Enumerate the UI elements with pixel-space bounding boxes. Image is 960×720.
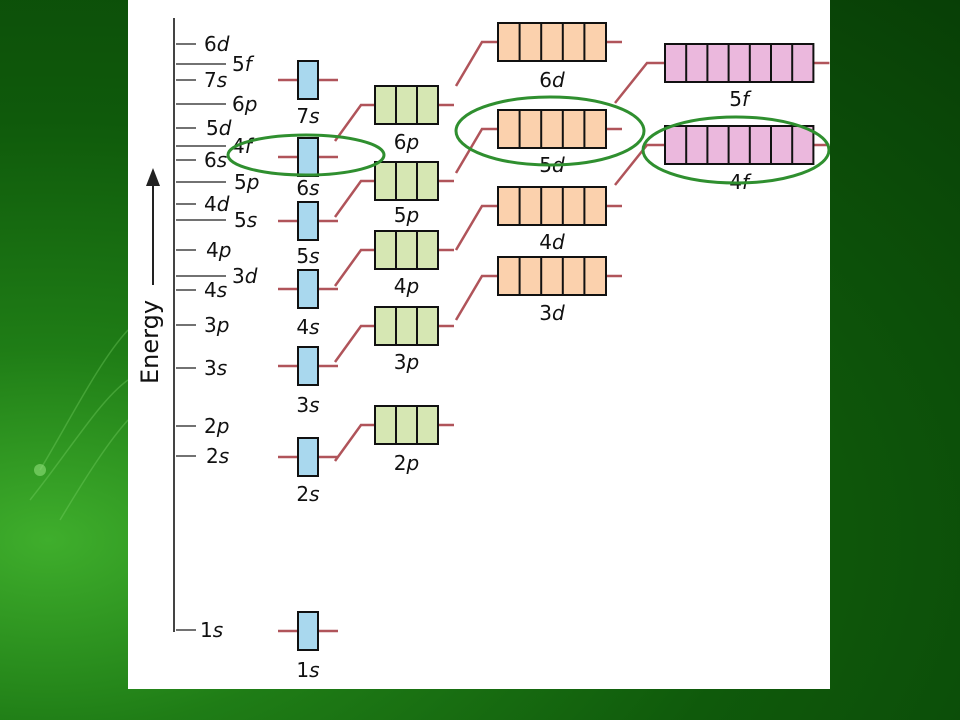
orbital-label-7s: 7s	[296, 104, 319, 128]
axis-label-2p: 2p	[204, 414, 229, 438]
connector-6d-in	[454, 40, 498, 87]
orbital-box-7s	[297, 60, 319, 100]
orbital-box-2p	[374, 405, 439, 445]
orbital-box-6p	[374, 85, 439, 125]
connector-2p-in	[333, 423, 375, 462]
orbital-label-6s: 6s	[296, 176, 319, 200]
orbital-box-2s	[297, 437, 319, 477]
orbital-box-3d	[497, 256, 607, 296]
connector-3d-in	[454, 274, 498, 321]
orbital-label-1s: 1s	[296, 658, 319, 682]
energy-axis-title: Energy	[136, 300, 164, 384]
orbital-box-4s	[297, 269, 319, 309]
connector-3p-in	[333, 324, 375, 363]
orbital-label-4s: 4s	[296, 315, 319, 339]
axis-label-4d: 4d	[204, 192, 230, 216]
axis-label-5f: 5f	[232, 52, 255, 76]
connector-5d-in	[454, 127, 498, 174]
orbital-box-3s	[297, 346, 319, 386]
orbital-box-4f	[664, 125, 815, 165]
connector-5f-in	[614, 61, 665, 104]
orbital-box-1s	[297, 611, 319, 651]
axis-label-5d: 5d	[206, 116, 232, 140]
orbital-label-5f: 5f	[729, 87, 752, 111]
axis-label-6s: 6s	[204, 148, 227, 172]
connector-4p-in	[333, 248, 375, 287]
axis-label-1s: 1s	[200, 618, 223, 642]
background-dot	[34, 464, 46, 476]
orbital-label-6d: 6d	[539, 68, 565, 92]
connector-6p-in	[333, 103, 375, 142]
orbital-energy-diagram: Energy 6d5f7s6p5d4f6s5p4d5s4p3d4s3p3s2p2…	[136, 18, 830, 682]
orbital-box-3p	[374, 306, 439, 346]
orbital-label-5p: 5p	[394, 203, 419, 227]
axis-label-5p: 5p	[234, 170, 259, 194]
orbital-label-3d: 3d	[539, 301, 565, 325]
connector-4f-in	[614, 143, 665, 186]
connector-5p-in	[333, 179, 375, 218]
orbital-box-5f	[664, 43, 815, 83]
connector-lines	[278, 40, 830, 633]
highlight-ellipse-6s	[226, 133, 386, 177]
highlight-ellipse-5d	[454, 95, 646, 167]
orbital-label-2p: 2p	[394, 451, 419, 475]
background-swoosh-lines	[29, 329, 129, 521]
highlight-ellipse-4f	[641, 115, 830, 185]
orbital-label-6p: 6p	[394, 130, 419, 154]
orbital-box-6s	[297, 137, 319, 177]
orbital-label-4p: 4p	[394, 274, 419, 298]
energy-arrow-head	[146, 168, 160, 186]
axis-label-5s: 5s	[234, 208, 257, 232]
orbital-label-3s: 3s	[296, 393, 319, 417]
axis-label-3d: 3d	[232, 264, 258, 288]
orbital-label-4d: 4d	[539, 230, 565, 254]
axis-label-3s: 3s	[204, 356, 227, 380]
orbital-label-2s: 2s	[296, 482, 319, 506]
orbital-label-5s: 5s	[296, 244, 319, 268]
axis-label-6d: 6d	[204, 32, 230, 56]
highlight-ellipses	[226, 95, 830, 185]
orbital-box-5p	[374, 161, 439, 201]
orbital-label-3p: 3p	[394, 350, 419, 374]
axis-label-7s: 7s	[204, 68, 227, 92]
energy-axis: Energy 6d5f7s6p5d4f6s5p4d5s4p3d4s3p3s2p2…	[136, 18, 259, 642]
connector-4d-in	[454, 204, 498, 251]
axis-label-4s: 4s	[204, 278, 227, 302]
orbital-box-4p	[374, 230, 439, 270]
axis-label-4p: 4p	[206, 238, 231, 262]
axis-label-2s: 2s	[206, 444, 229, 468]
orbital-box-4d	[497, 186, 607, 226]
orbital-box-5d	[497, 109, 607, 149]
orbital-box-6d	[497, 22, 607, 62]
axis-label-6p: 6p	[232, 92, 257, 116]
orbital-box-5s	[297, 201, 319, 241]
axis-label-3p: 3p	[204, 313, 229, 337]
